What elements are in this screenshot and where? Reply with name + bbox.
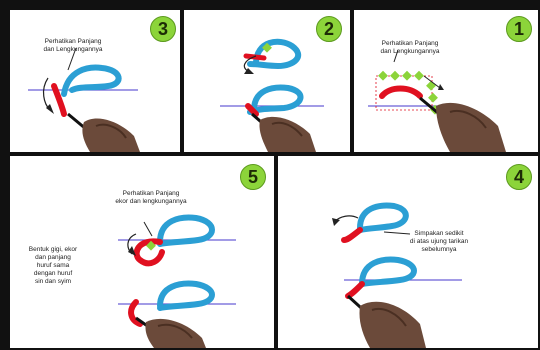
letter-stroke-blue — [247, 38, 301, 70]
panel-step-1: 1 Perhatikan Panjang dan Lengkungannya — [354, 10, 538, 152]
panel-step-2: 2 — [184, 10, 350, 152]
letter-stroke-red — [245, 103, 259, 117]
note-line: di atas ujung tarikan — [409, 238, 469, 245]
letter-stroke-blue — [61, 64, 122, 97]
pen-hand-icon — [346, 294, 426, 348]
step-number-badge: 3 — [150, 16, 176, 42]
pointer-arrow-icon — [393, 49, 399, 63]
step-2-illustration — [220, 38, 324, 152]
panel-step-4: 4 Simpakan sedikit di atas ujung tarikan… — [278, 156, 538, 348]
pointer-arrow-icon — [67, 47, 77, 71]
letter-stroke-blue — [357, 202, 409, 233]
pen-hand-icon — [251, 112, 316, 152]
letter-stroke-blue — [247, 84, 304, 115]
letter-stroke-red — [341, 227, 363, 243]
note-line: dan panjang — [35, 254, 71, 261]
note-line: sebelumnya — [421, 246, 457, 253]
letter-stroke-blue — [359, 256, 417, 287]
step-number-badge: 2 — [316, 16, 342, 42]
step-number-badge: 4 — [506, 164, 532, 190]
step-4-illustration — [332, 202, 462, 348]
letter-stroke-blue — [157, 214, 215, 247]
note-line: Perhatikan Panjang — [44, 38, 102, 45]
pointer-arrow-icon — [383, 231, 411, 235]
step-3-illustration — [28, 47, 140, 152]
step-1-illustration — [368, 49, 506, 152]
panel-step-5: 5 Perhatikan Panjang ekor dan lengkungan… — [10, 156, 274, 348]
letter-stroke-red — [51, 83, 67, 117]
note-line: Perhatikan Panjang — [381, 40, 439, 47]
letter-stroke-blue — [157, 280, 215, 311]
step-1-note: Perhatikan Panjang dan Lengkungannya — [360, 40, 460, 56]
note-line: sin dan syim — [34, 278, 72, 285]
step-5-note: Perhatikan Panjang ekor dan lengkunganny… — [96, 190, 206, 206]
step-5-side-note: Bentuk gigi, ekor dan panjang huruf sama… — [18, 246, 88, 286]
note-line: ekor dan lengkungannya — [115, 198, 187, 205]
letter-stroke-red — [379, 85, 423, 99]
letter-stroke-red — [133, 238, 165, 267]
step-number-badge: 1 — [506, 16, 532, 42]
note-line: dan Lengkungannya — [43, 46, 103, 53]
step-number-badge: 5 — [240, 164, 266, 190]
note-line: Bentuk gigi, ekor — [28, 246, 78, 253]
step-3-note: Perhatikan Panjang dan Lengkungannya — [28, 38, 118, 54]
note-line: Perhatikan Panjang — [122, 190, 180, 197]
letter-stroke-red — [345, 281, 365, 299]
pen-hand-icon — [419, 96, 506, 152]
panel-step-3: 3 Perhatikan Panjang dan Lengkungannya — [10, 10, 180, 152]
note-line: Simpakan sedikit — [414, 230, 464, 237]
step-5-illustration — [118, 214, 236, 348]
note-line: dan Lengkungannya — [380, 48, 440, 55]
pen-hand-icon — [67, 112, 140, 152]
step-4-note: Simpakan sedikit di atas ujung tarikan s… — [396, 230, 482, 254]
note-line: dengan huruf — [33, 270, 73, 277]
pointer-arrow-icon — [143, 221, 153, 237]
letter-stroke-red — [243, 53, 267, 61]
stroke-marker-icon — [146, 240, 156, 251]
note-line: huruf sama — [36, 262, 70, 269]
pen-hand-icon — [135, 316, 206, 348]
letter-stroke-red — [128, 299, 143, 327]
